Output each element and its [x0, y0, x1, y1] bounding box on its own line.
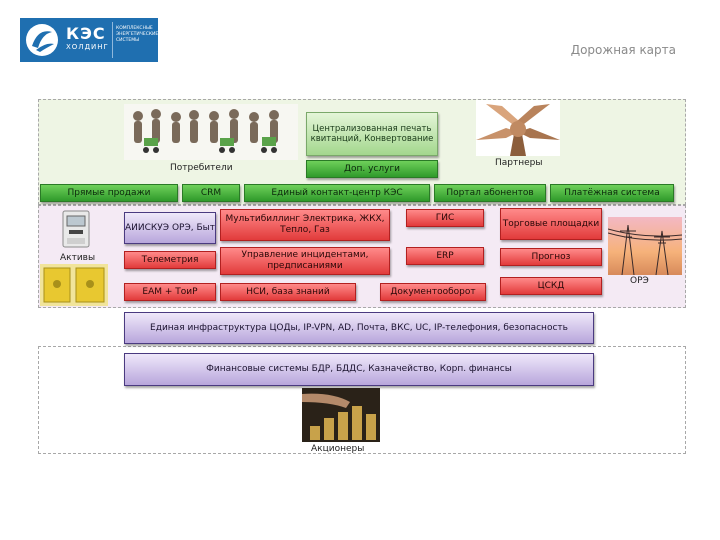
logo-tagline: КОМПЛЕКСНЫЕ ЭНЕРГЕТИЧЕСКИЕ СИСТЕМЫ [116, 26, 159, 43]
power-lines-image [608, 217, 682, 275]
assets-label: Активы [60, 253, 96, 263]
gis-box: ГИС [406, 209, 484, 227]
document-workflow-box: Документооборот [380, 283, 486, 301]
page-title: Дорожная карта [570, 43, 676, 57]
erp-box: ERP [406, 247, 484, 265]
partners-label: Партнеры [495, 158, 543, 168]
consumers-image [124, 104, 298, 160]
incident-management-box: Управление инцидентами, предписаниями [220, 247, 390, 275]
aiiskue-box: АИИСКУЭ ОРЭ, Быт [124, 212, 216, 244]
extra-services-box: Доп. услуги [306, 160, 438, 178]
tssd-box: ЦСКД [500, 277, 602, 295]
substation-image [40, 264, 108, 306]
shareholders-label: Акционеры [311, 444, 365, 454]
forecast-box: Прогноз [500, 248, 602, 266]
crm-box: CRM [182, 184, 240, 202]
meter-image [62, 210, 90, 248]
central-print-box: Централизованная печать квитанций, Конве… [306, 112, 438, 156]
partners-image [476, 100, 560, 156]
payment-system-box: Платёжная система [550, 184, 674, 202]
contact-center-box: Единый контакт-центр КЭС [244, 184, 430, 202]
subscriber-portal-box: Портал абонентов [434, 184, 546, 202]
eam-box: ЕАМ + ТоиР [124, 283, 216, 301]
logo-emblem-icon [26, 24, 58, 56]
infrastructure-box: Единая инфраструктура ЦОДы, IP-VPN, AD, … [124, 312, 594, 344]
telemetry-box: Телеметрия [124, 251, 216, 269]
trading-platforms-box: Торговые площадки [500, 208, 602, 240]
direct-sales-box: Прямые продажи [40, 184, 178, 202]
nsi-knowledge-base-box: НСИ, база знаний [220, 283, 356, 301]
multibilling-box: Мультибиллинг Электрика, ЖКХ, Тепло, Газ [220, 209, 390, 241]
logo-name: КЭС [66, 24, 106, 43]
logo-subtitle: ХОЛДИНГ [66, 43, 109, 51]
consumers-label: Потребители [170, 163, 233, 173]
finance-systems-box: Финансовые системы БДР, БДДС, Казначейст… [124, 353, 594, 386]
shareholders-image [302, 388, 380, 442]
logo-divider [112, 22, 113, 58]
ore-label: ОРЭ [630, 276, 649, 286]
